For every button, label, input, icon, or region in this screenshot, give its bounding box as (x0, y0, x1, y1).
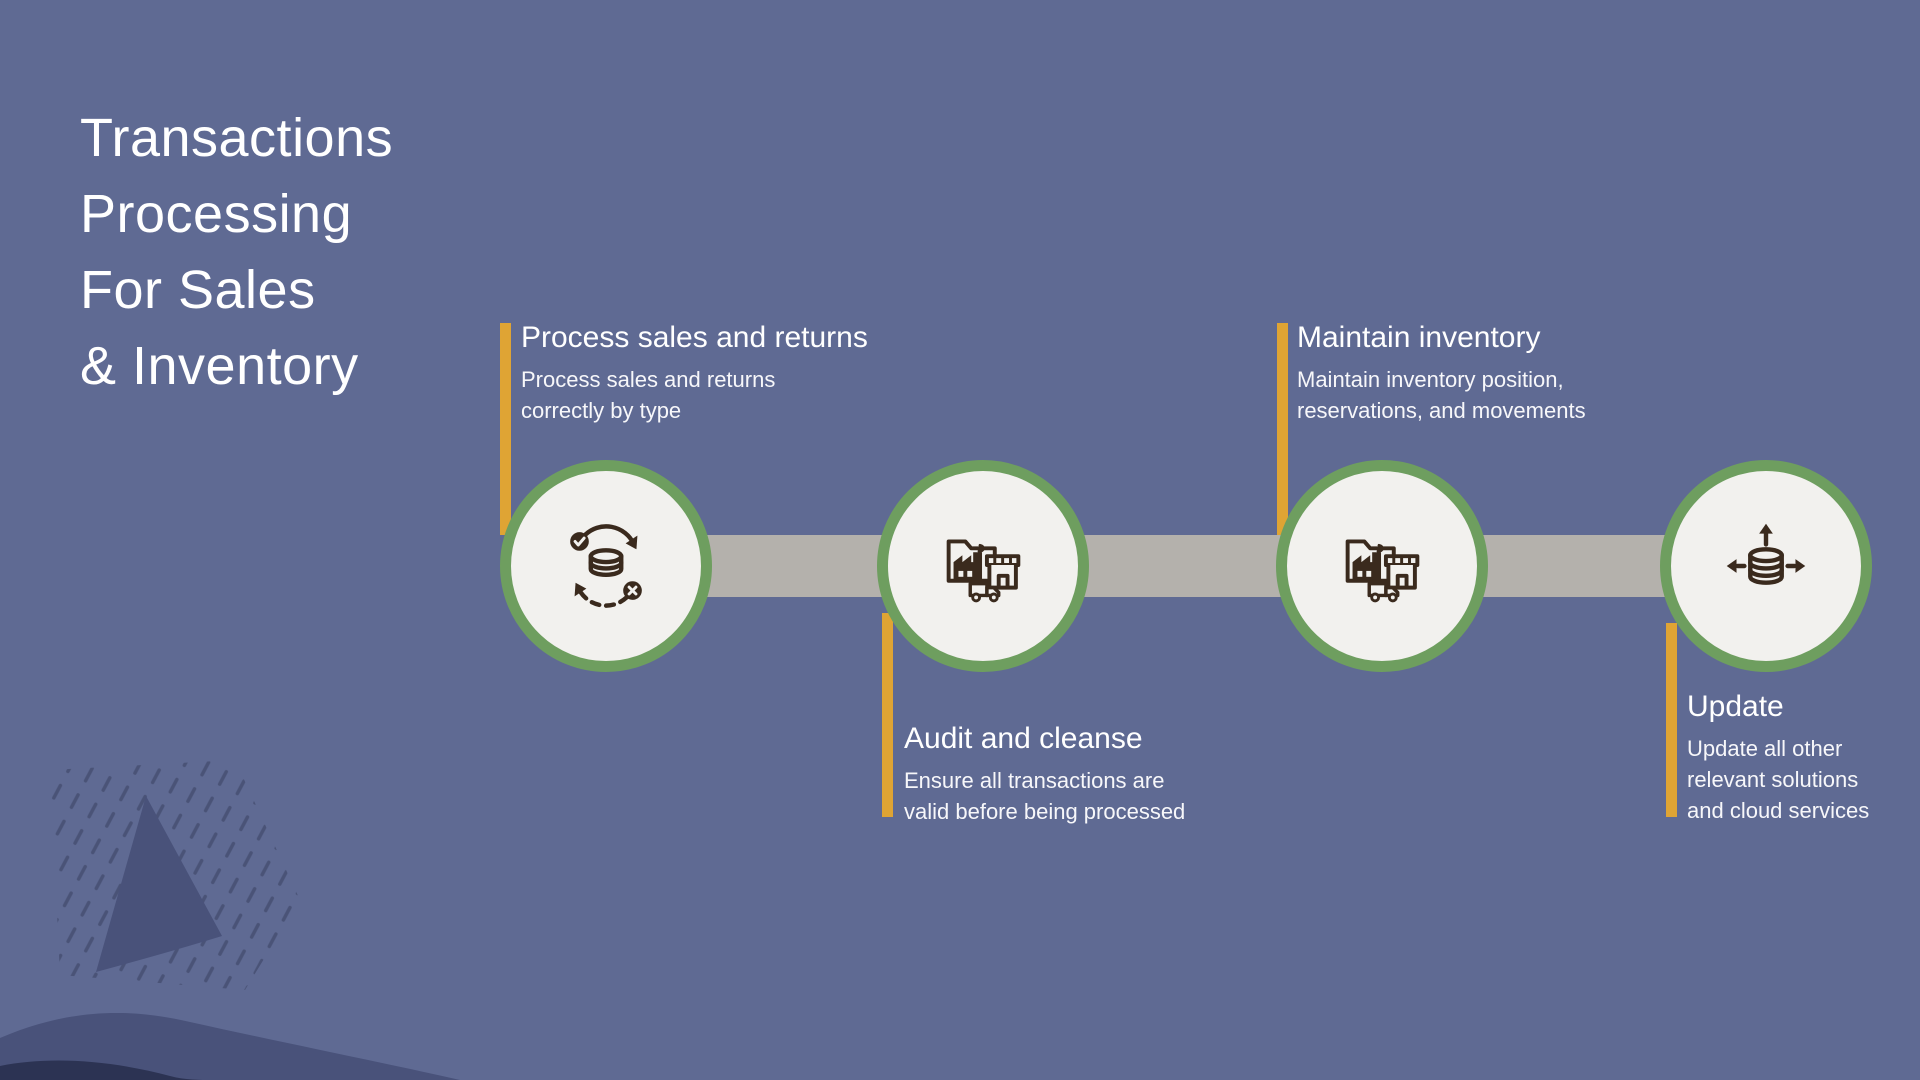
step-1-title: Process sales and returns (521, 321, 868, 354)
hill-shape (0, 1012, 460, 1080)
step-3-label: Maintain inventory Maintain inventory po… (1297, 321, 1586, 426)
step-2-label: Audit and cleanse Ensure all transaction… (904, 722, 1185, 827)
title-line-2: Processing (80, 184, 353, 244)
slide-title: Transactions Processing For Sales & Inve… (80, 100, 393, 404)
process-node-1 (500, 460, 712, 672)
step-4-description: Update all other relevant solutions and … (1687, 736, 1870, 823)
step-1-label: Process sales and returns Process sales … (521, 321, 868, 426)
mountain-shape (96, 796, 222, 972)
step-3-description: Maintain inventory position, reservation… (1297, 367, 1586, 423)
process-node-4 (1660, 460, 1872, 672)
title-line-4: & Inventory (80, 336, 359, 396)
step-4-label: Update Update all other relevant solutio… (1687, 690, 1869, 826)
folder-warehouse-icon (1345, 539, 1420, 603)
title-line-1: Transactions (80, 108, 394, 168)
step-2-title: Audit and cleanse (904, 722, 1143, 755)
step-1-accent-bar (500, 323, 511, 535)
process-node-3 (1276, 460, 1488, 672)
step-3-title: Maintain inventory (1297, 321, 1541, 354)
step-4-title: Update (1687, 690, 1784, 723)
step-3-accent-bar (1277, 323, 1288, 535)
step-2-accent-bar (882, 613, 893, 817)
decorative-rain-mountain (0, 760, 460, 1080)
process-node-2 (877, 460, 1089, 672)
process-connector (606, 535, 1766, 597)
step-2-description: Ensure all transactions are valid before… (904, 768, 1186, 824)
database-sync-icon (570, 524, 642, 608)
folder-warehouse-icon (946, 539, 1021, 603)
step-4-accent-bar (1666, 623, 1677, 817)
title-line-3: For Sales (80, 260, 316, 320)
database-distribute-icon (1726, 523, 1806, 585)
dark-corner-shape (0, 1060, 212, 1080)
step-1-description: Process sales and returns correctly by t… (521, 367, 776, 423)
